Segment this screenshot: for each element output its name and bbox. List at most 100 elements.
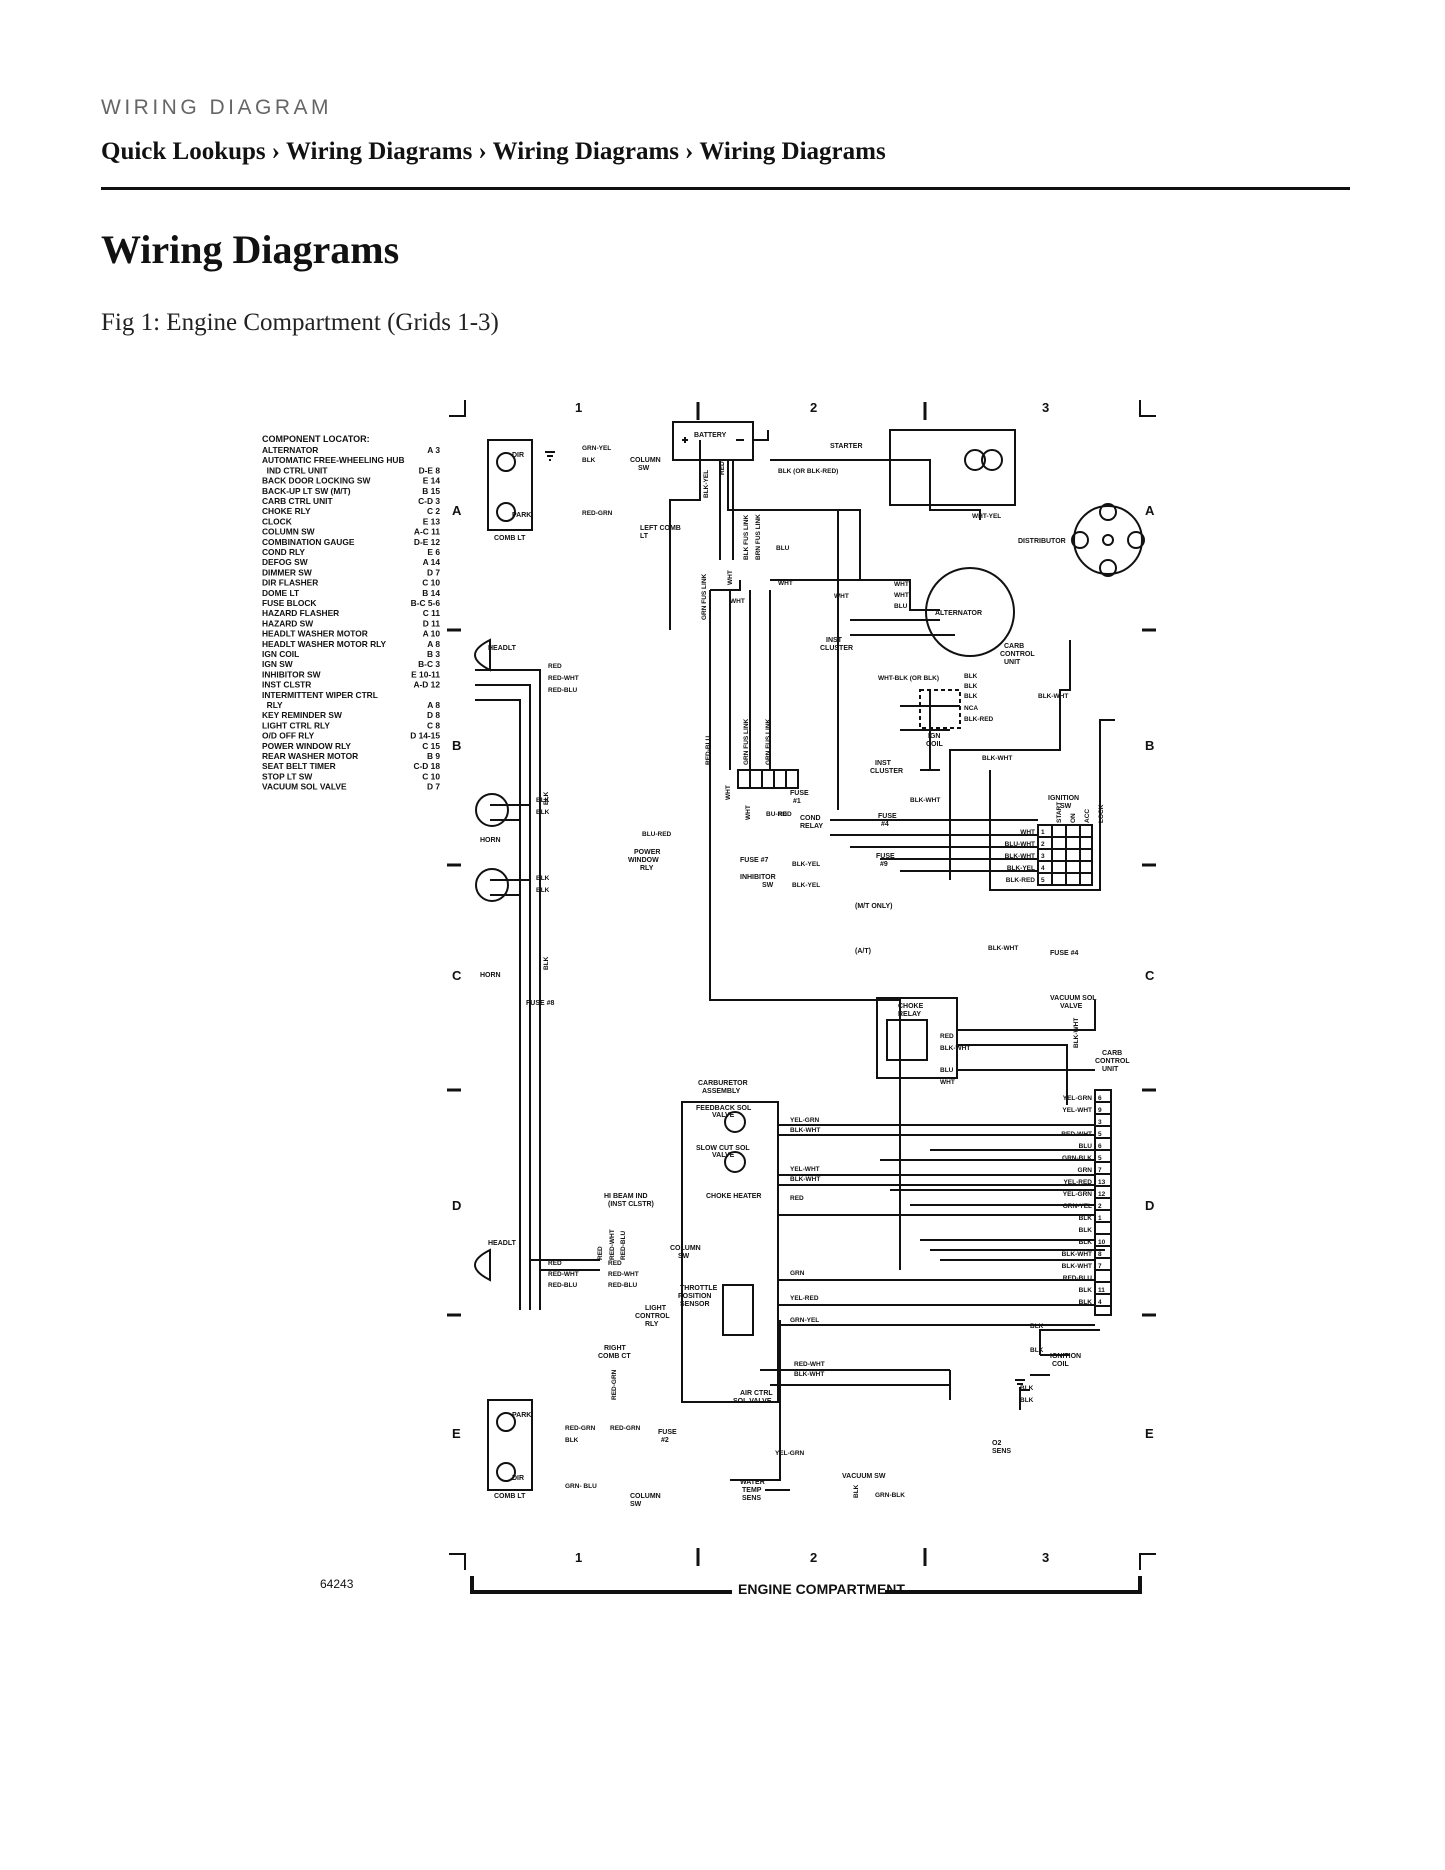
carb-pin-wire: BLK <box>1079 1215 1093 1222</box>
document-kicker: WIRING DIAGRAM <box>101 96 332 119</box>
wire-label: RED-BLU <box>608 1282 638 1289</box>
dir-label: DIR <box>512 1475 524 1482</box>
wire-label: BLK <box>536 887 550 894</box>
wire-label: RED <box>608 1260 622 1267</box>
breadcrumb-separator: › <box>685 138 694 165</box>
hi-beam-ind-label: (INST CLSTR) <box>608 1201 654 1208</box>
locator-item-name: CHOKE RLY <box>262 506 311 516</box>
wire-label: BLK <box>1030 1323 1044 1330</box>
ign-sw-row-number: 4 <box>1041 865 1045 872</box>
ign-sw-column-label: ACC <box>1084 809 1091 823</box>
column-sw-label: SW <box>630 1501 642 1508</box>
ignition-sw-label: IGNITION <box>1048 795 1079 802</box>
ign-sw-row-number: 5 <box>1041 877 1045 884</box>
throttle-position-sensor-label: POSITION <box>678 1293 711 1300</box>
locator-item-grid: A 3 <box>427 445 440 455</box>
locator-item-name: VACUUM SOL VALVE <box>262 782 347 792</box>
wire-label: RED-GRN <box>611 1369 618 1400</box>
ign-sw-column-label: START <box>1056 802 1063 823</box>
wiring-diagram: 1 2 3 1 2 3 A B C D E A B C D E COMPONEN… <box>262 400 1156 1597</box>
wire-label: RED <box>548 1260 562 1267</box>
wire-label: GRN FUS LINK <box>765 718 772 765</box>
locator-item-name: ALTERNATOR <box>262 445 318 455</box>
carb-pin-number: 5 <box>1098 1131 1102 1138</box>
locator-item-name: CARB CTRL UNIT <box>262 496 333 506</box>
wire-label: YEL-GRN <box>775 1450 805 1457</box>
locator-item-name: HAZARD FLASHER <box>262 608 339 618</box>
wire-label: RED <box>790 1195 804 1202</box>
wire-label: BLK <box>536 875 550 882</box>
carb-pin-wire: BLK <box>1079 1299 1093 1306</box>
locator-item-name: INHIBITOR SW <box>262 669 321 679</box>
carb-pin-wire: YEL-GRN <box>1063 1191 1093 1198</box>
carb-control-unit-right-label: UNIT <box>1102 1066 1119 1073</box>
carb-pin-wire: GRN-BLK <box>1062 1155 1092 1162</box>
wire-label: WHT <box>745 805 752 820</box>
light-control-rly-label: CONTROL <box>635 1313 670 1320</box>
locator-item-grid: A 8 <box>427 639 440 649</box>
grid-labels: 1 2 3 1 2 3 A B C D E A B C D E <box>452 400 1155 1565</box>
wire-label: WHT <box>940 1079 955 1086</box>
grid-col-label: 1 <box>575 1550 582 1565</box>
fuse-label: FUSE <box>790 790 809 797</box>
wire-label: BLU-RED <box>642 831 672 838</box>
wire-label: GRN- BLU <box>565 1483 597 1490</box>
alternator-label: ALTERNATOR <box>935 610 982 617</box>
wire-label: GRN-YEL <box>790 1317 819 1324</box>
slow-cut-sol-valve-label: SLOW CUT SOL <box>696 1145 750 1152</box>
wire-label: RED-BLU <box>705 735 712 765</box>
locator-item-name: COMBINATION GAUGE <box>262 537 355 547</box>
locator-item-grid: D 8 <box>427 710 440 720</box>
ign-sw-wire-label: BLK-RED <box>1006 877 1036 884</box>
locator-item-name: O/D OFF RLY <box>262 731 315 741</box>
wire-label: RED-BLU <box>620 1230 627 1260</box>
wire-label: BLK-YEL <box>792 861 820 868</box>
locator-item-grid: B-C 3 <box>418 659 440 669</box>
air-ctrl-sol-valve-label: AIR CTRL <box>740 1390 773 1397</box>
locator-item-name: COLUMN SW <box>262 527 315 537</box>
carb-control-unit-right-label: CARB <box>1102 1050 1122 1057</box>
breadcrumb-quick-lookups[interactable]: Quick Lookups <box>101 138 266 165</box>
light-control-rly-label: LIGHT <box>645 1305 667 1312</box>
cond-relay-label: RELAY <box>800 823 823 830</box>
locator-item-name: INST CLSTR <box>262 680 311 690</box>
carb-pin-wire: BLK-WHT <box>1062 1263 1092 1270</box>
wire-label: RED <box>597 1246 604 1260</box>
park-label: PARK <box>512 512 531 519</box>
ignition-sw-label: SW <box>1060 803 1072 810</box>
wire-label: BLK <box>964 693 978 700</box>
grid-row-label: D <box>452 1198 461 1213</box>
wire-label: BLK-WHT <box>790 1176 820 1183</box>
locator-item-grid: B-C 5-6 <box>411 598 441 608</box>
feedback-sol-valve-label: VALVE <box>712 1112 735 1119</box>
carb-pin-wire: BLU <box>1079 1143 1093 1150</box>
starter-label: STARTER <box>830 443 863 450</box>
locator-item-grid: E 10-11 <box>411 669 440 679</box>
wire-label: BLK <box>536 809 550 816</box>
wire-label: RED-WHT <box>548 1271 579 1278</box>
locator-item-grid: E 13 <box>423 516 441 526</box>
carb-pin-wire: YEL-WHT <box>1062 1107 1092 1114</box>
fuse-label: FUSE #8 <box>526 1000 555 1007</box>
breadcrumb-wiring-diagrams-2[interactable]: Wiring Diagrams <box>492 138 680 165</box>
wire-label: RED-WHT <box>794 1361 825 1368</box>
carb-pin-number: 13 <box>1098 1179 1106 1186</box>
wire-label: WHT <box>730 598 745 605</box>
comb-lt-label: COMB LT <box>494 1493 526 1500</box>
wire-label: BLK <box>853 1484 860 1498</box>
locator-item-name: HEADLT WASHER MOTOR RLY <box>262 639 386 649</box>
water-temp-sens-label: WATER <box>740 1479 765 1486</box>
carb-control-unit-label: UNIT <box>1004 659 1021 666</box>
ign-sw-wire-label: WHT <box>1020 829 1035 836</box>
ign-sw-wire-label: BLK-WHT <box>1005 853 1035 860</box>
inst-cluster-label: INST <box>875 760 892 767</box>
locator-item-name: HEADLT WASHER MOTOR <box>262 629 368 639</box>
locator-item-grid: C-D 3 <box>418 496 440 506</box>
locator-item-grid: C 8 <box>427 720 440 730</box>
wire-label: RED-WHT <box>609 1229 616 1260</box>
ign-coil-label: COIL <box>926 741 943 748</box>
wire-label: WHT <box>894 592 909 599</box>
breadcrumb-wiring-diagrams-1[interactable]: Wiring Diagrams <box>286 138 473 165</box>
locator-item-grid: C 10 <box>422 578 440 588</box>
wire-label: YEL-RED <box>790 1295 819 1302</box>
